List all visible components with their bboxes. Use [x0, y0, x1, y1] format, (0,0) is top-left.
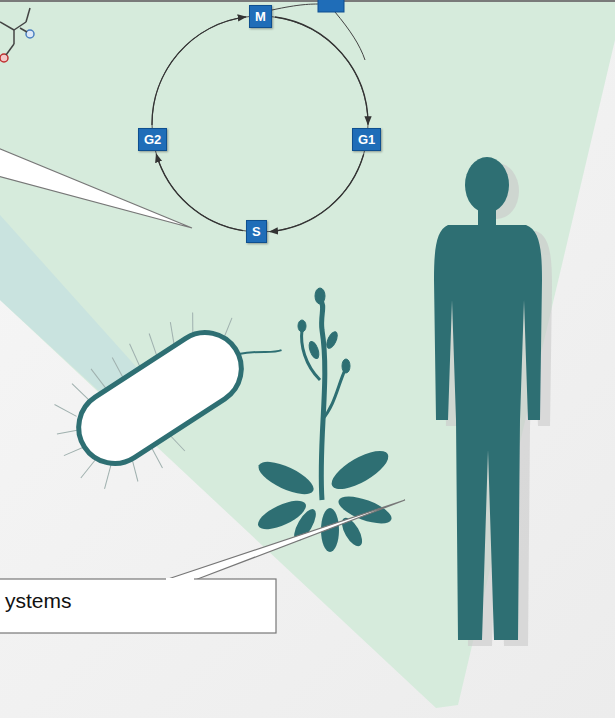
- cycle-arc: [152, 17, 246, 125]
- molecule-fragment: [0, 8, 34, 62]
- top-border: [0, 0, 615, 2]
- phase-label: M: [255, 9, 266, 24]
- cell-cycle-circle: [152, 16, 368, 232]
- cycle-arc: [275, 17, 368, 125]
- phase-label: G1: [358, 132, 375, 147]
- cycle-arc: [270, 154, 364, 231]
- partial-phase-box: [318, 0, 344, 12]
- human-silhouette: [434, 157, 552, 646]
- callout-box: [0, 579, 276, 633]
- cycle-arc: [156, 154, 243, 230]
- callout-gap: [166, 578, 194, 581]
- callout-pointer-bottom: [165, 500, 405, 580]
- phase-box: G1: [352, 128, 381, 151]
- phase-label: S: [252, 224, 261, 239]
- phase-box: G2: [138, 128, 167, 151]
- phase-box: M: [249, 5, 272, 28]
- callout-pointer-left: [0, 148, 192, 228]
- bacterium: [32, 276, 300, 509]
- callout-text: ystems: [5, 589, 72, 613]
- phase-box: S: [246, 220, 267, 243]
- phase-label: G2: [144, 132, 161, 147]
